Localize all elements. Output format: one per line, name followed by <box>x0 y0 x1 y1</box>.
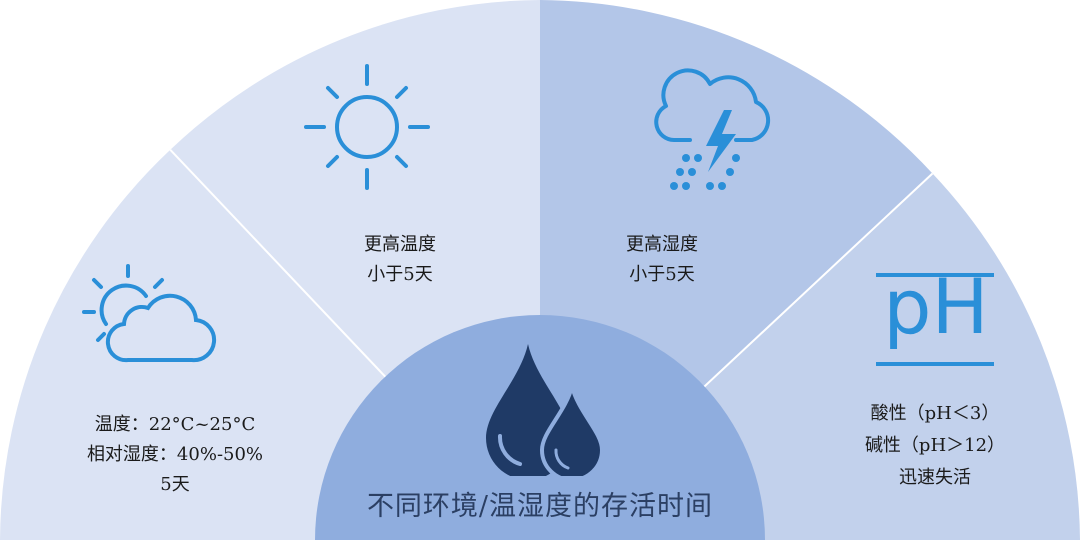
segment-normal-label: 温度：22°C~25°C 相对湿度：40%-50% 5天 <box>60 410 290 500</box>
sun-icon <box>304 64 430 190</box>
label-line: 小于5天 <box>629 264 695 285</box>
label-line: 更高湿度 <box>626 234 698 255</box>
label-line: 碱性（pH＞12） <box>864 435 1006 456</box>
label-line: 小于5天 <box>367 264 433 285</box>
label-line: 相对湿度：40%-50% <box>86 444 264 465</box>
ph-icon-text: pH <box>883 262 989 351</box>
label-line: 温度：22°C~25°C <box>94 414 256 435</box>
label-line: 酸性（pH＜3） <box>870 403 1000 424</box>
segment-high-humidity-label: 更高湿度 小于5天 <box>592 230 732 290</box>
segment-ph-label: 酸性（pH＜3） 碱性（pH＞12） 迅速失活 <box>840 398 1030 494</box>
center-title: 不同环境/温湿度的存活时间 <box>366 491 714 522</box>
storm-cloud-rain-icon <box>654 68 771 190</box>
label-line: 更高温度 <box>364 234 436 255</box>
segment-high-temp-label: 更高温度 小于5天 <box>330 230 470 290</box>
sun-behind-cloud-icon <box>82 264 217 363</box>
label-line: 迅速失活 <box>899 467 971 488</box>
water-drops-icon <box>486 344 605 476</box>
label-line: 5天 <box>160 474 190 495</box>
